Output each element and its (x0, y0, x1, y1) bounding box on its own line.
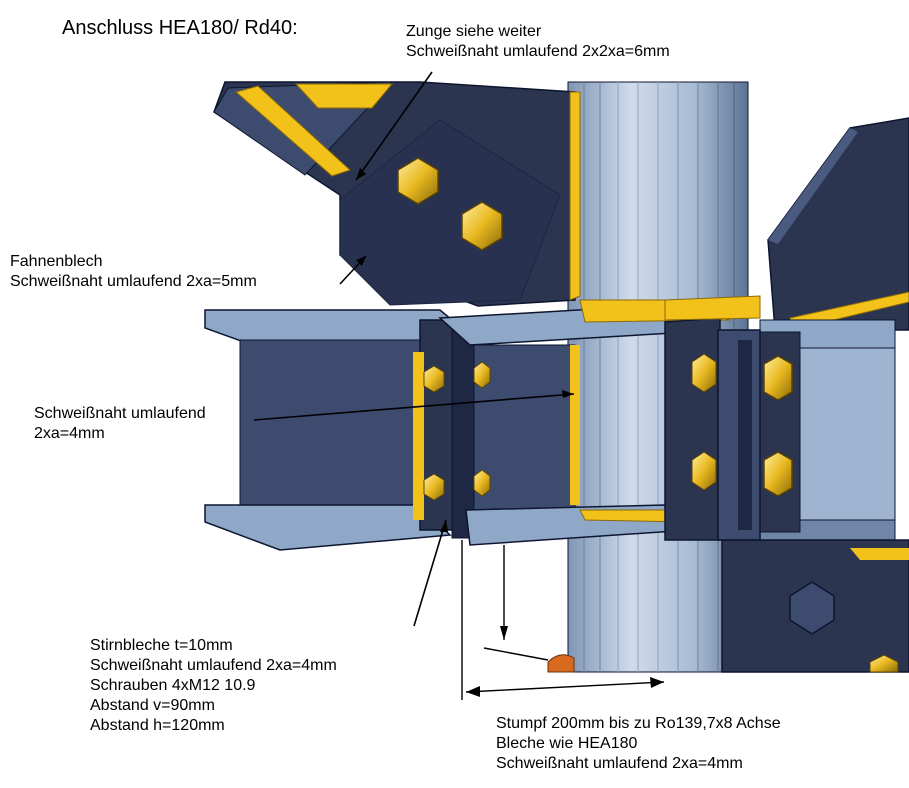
column-base-fragment (547, 654, 575, 673)
bolts (397, 157, 899, 673)
bolt-head (691, 353, 717, 393)
bolt-head (473, 469, 491, 497)
leader-lines (253, 71, 575, 627)
bolt-head (691, 451, 717, 491)
label-line: Schrauben 4xM12 10.9 (90, 677, 256, 694)
bolt-head (763, 451, 793, 497)
stump-to-column (438, 299, 731, 546)
label-line: Schweißnaht umlaufend 2xa=4mm (90, 657, 337, 674)
label-beam-weld: Schweißnaht umlaufend 2xa=4mm (30, 404, 210, 444)
drawing-title: Anschluss HEA180/ Rd40: (62, 17, 298, 39)
right-gusset-plate (767, 117, 909, 331)
label-line: Schweißnaht umlaufend 2x2xa=6mm (406, 43, 670, 60)
label-tongue: Zunge siehe weiter Schweißnaht umlaufend… (406, 22, 670, 62)
label-line: Schweißnaht umlaufend (34, 405, 206, 422)
label-line: Bleche wie HEA180 (496, 735, 638, 752)
label-line: Fahnenblech (10, 253, 103, 270)
bolt-head (423, 365, 445, 393)
diagonal-tongue-plate (213, 81, 581, 307)
column-end-plates (664, 295, 761, 541)
label-line: Schweißnaht umlaufend 2xa=4mm (496, 755, 743, 772)
bolt-head (397, 157, 439, 205)
dimension-200mm (461, 540, 665, 700)
label-line: Stumpf 200mm bis zu Ro139,7x8 Achse (496, 715, 781, 732)
label-fin-plate: Fahnenblech Schweißnaht umlaufend 2xa=5m… (10, 252, 257, 292)
label-end-plates: Stirnbleche t=10mm Schweißnaht umlaufend… (90, 636, 337, 736)
left-beam-hea180 (204, 309, 475, 551)
label-line: 2xa=4mm (34, 425, 105, 442)
bolt-head (763, 355, 793, 401)
label-line: Abstand h=120mm (90, 717, 225, 734)
bolt-head (423, 473, 445, 501)
bolt-head (789, 581, 835, 635)
label-line: Schweißnaht umlaufend 2xa=5mm (10, 273, 257, 290)
label-stump: Stumpf 200mm bis zu Ro139,7x8 Achse Blec… (496, 714, 781, 774)
label-line: Abstand v=90mm (90, 697, 215, 714)
bolt-head (869, 654, 899, 673)
bolt-head (473, 361, 491, 389)
label-line: Zunge siehe weiter (406, 23, 542, 40)
right-beam-stump (751, 319, 896, 546)
bolt-head (461, 201, 503, 251)
label-line: Stirnbleche t=10mm (90, 637, 233, 654)
